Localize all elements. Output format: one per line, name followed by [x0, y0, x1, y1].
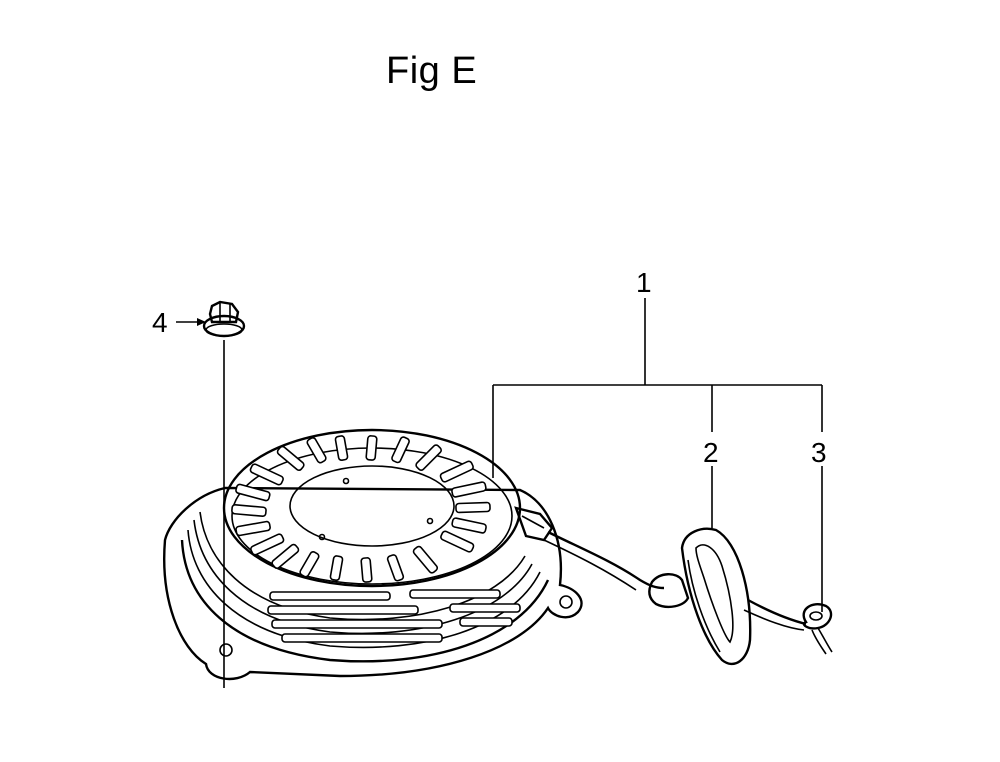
- callout-4: 4: [152, 307, 168, 338]
- starter-grip: [648, 527, 752, 666]
- callout-3: 3: [811, 437, 827, 468]
- callout-2: 2: [703, 437, 719, 468]
- starter-rope: [543, 530, 833, 655]
- rope-guide: [514, 506, 554, 542]
- figure-title: Fig E: [386, 50, 478, 92]
- starter-housing: [163, 428, 583, 681]
- flange-nut: [202, 300, 246, 338]
- callout-1: 1: [636, 267, 652, 298]
- dome-vent-slots: [231, 435, 491, 583]
